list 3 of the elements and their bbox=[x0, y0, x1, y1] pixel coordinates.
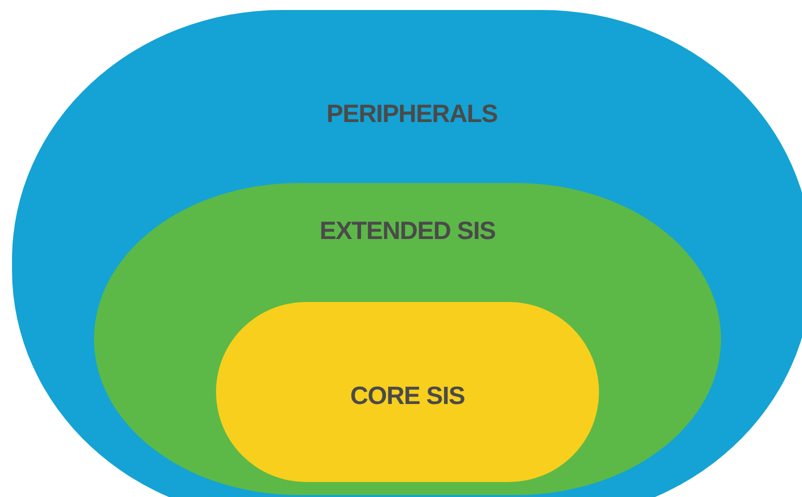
region-label: PERIPHERALS bbox=[326, 99, 498, 130]
region-label: CORE SIS bbox=[350, 381, 465, 412]
region-label: EXTENDED SIS bbox=[320, 216, 496, 247]
